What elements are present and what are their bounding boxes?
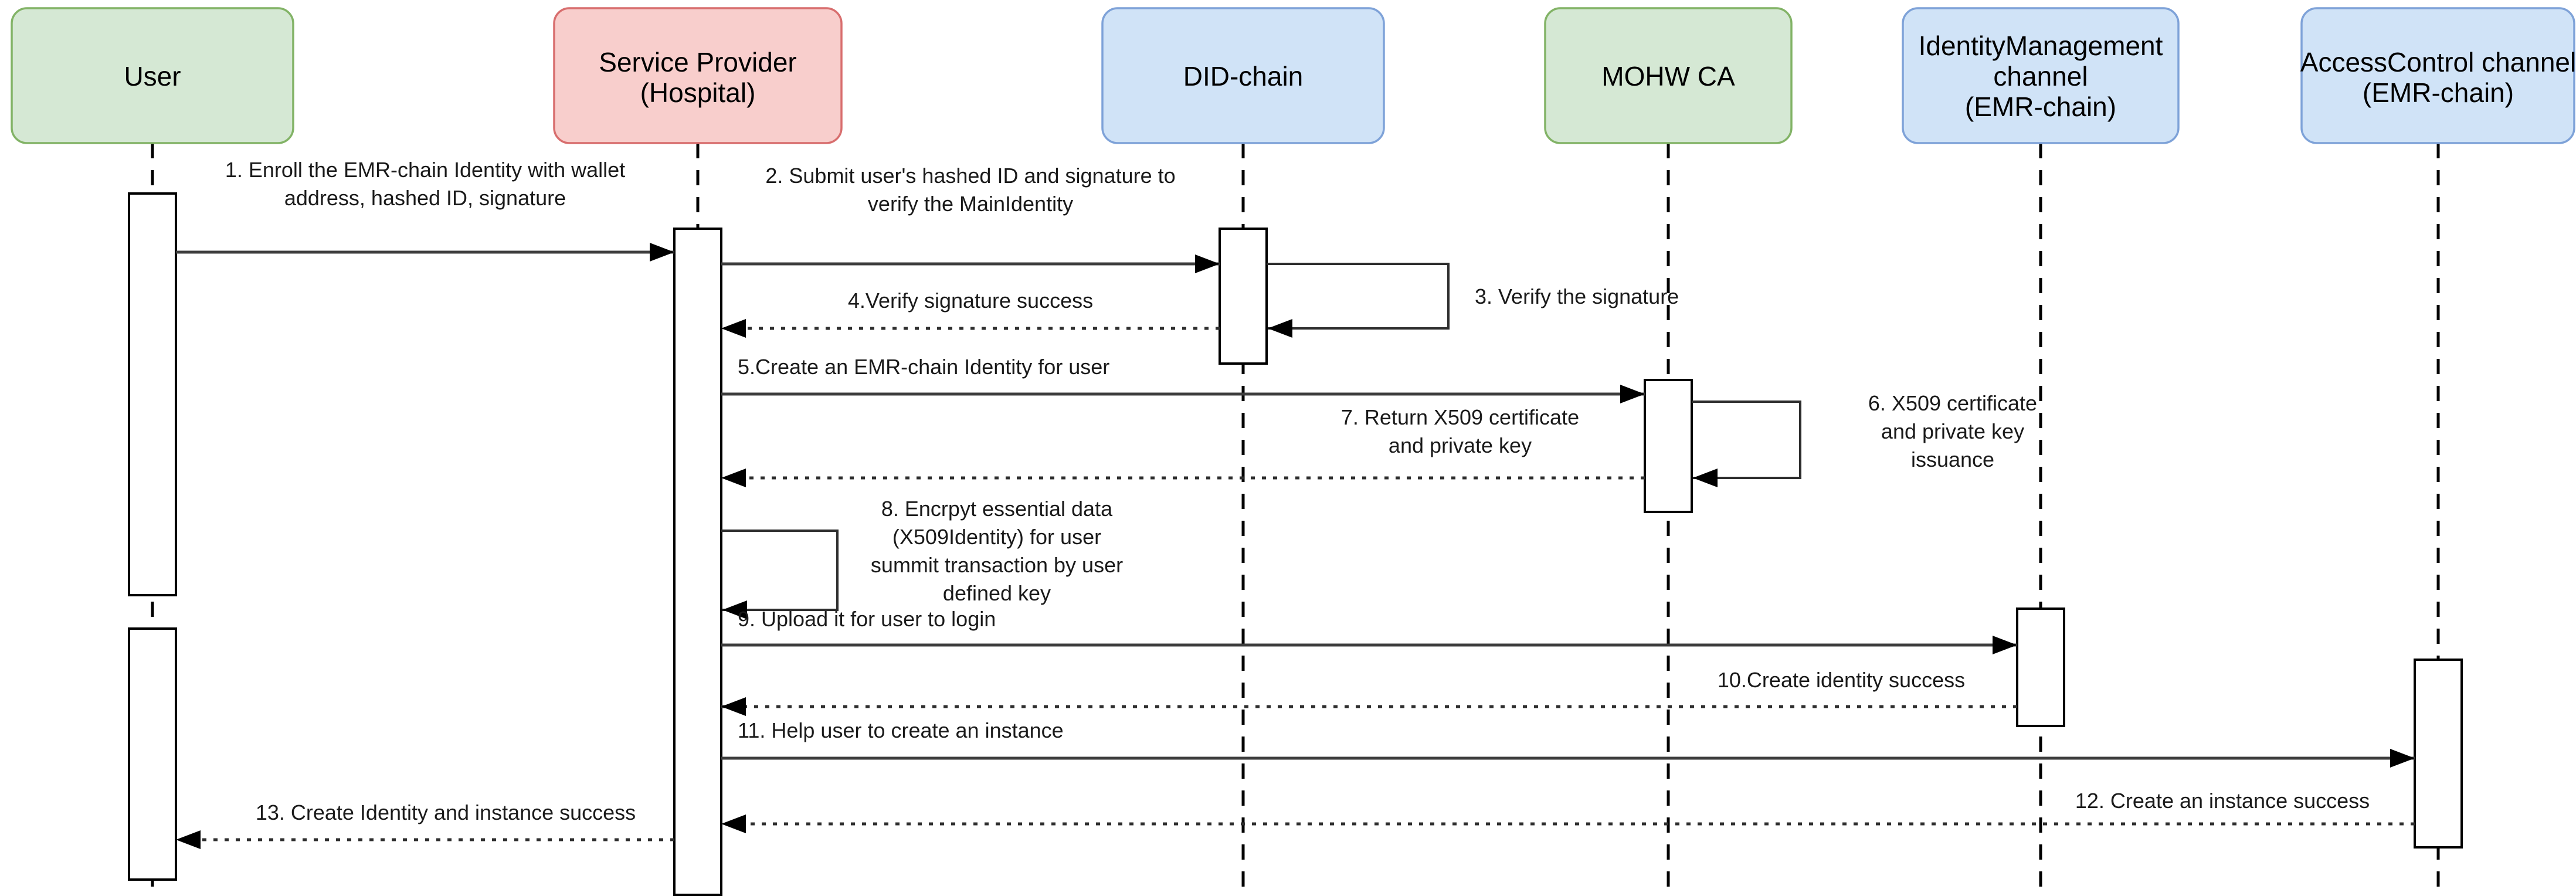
actor-mohw-ca-box: [1544, 7, 1793, 144]
message-5-create-emr-identity: 5.Create an EMR-chain Identity for user: [721, 355, 1645, 403]
actor-access-control-channel-label: (EMR-chain): [2363, 77, 2514, 108]
message-3-self-arrow: [1267, 263, 1450, 338]
actor-access-control-channel-box: [2300, 7, 2575, 144]
message-8-self-arrow: [721, 530, 839, 619]
message-10-create-identity-success: 10.Create identity success: [721, 668, 2017, 716]
actor-identity-management-channel-label: channel: [1993, 61, 2088, 91]
message-5-label: 5.Create an EMR-chain Identity for user: [738, 355, 1109, 379]
message-8-label: 8. Encrpyt essential data: [881, 497, 1113, 521]
message-1-label: address, hashed ID, signature: [284, 186, 566, 210]
actor-service-provider: Service Provider (Hospital): [553, 7, 843, 144]
message-1-enroll-identity: 1. Enroll the EMR-chain Identity with wa…: [176, 158, 674, 262]
message-8-encrypt-essential-data: 8. Encrpyt essential data (X509Identity)…: [721, 497, 1123, 619]
activation-did-chain: [1219, 228, 1268, 365]
activation-identity-management-channel: [2016, 607, 2065, 727]
actor-user-label: User: [124, 61, 181, 91]
actor-identity-management-channel: IdentityManagement channel (EMR-chain): [1902, 7, 2180, 144]
activations: [128, 192, 2463, 896]
message-10-label: 10.Create identity success: [1718, 668, 1965, 692]
actor-identity-management-channel-box: [1902, 7, 2180, 144]
actor-access-control-channel-label: AccessControl channel: [2300, 47, 2576, 77]
actor-did-chain-box: [1101, 7, 1385, 144]
message-4-verify-success: 4.Verify signature success: [721, 289, 1220, 338]
actor-did-chain: DID-chain: [1101, 7, 1385, 144]
message-7-label: and private key: [1389, 433, 1532, 457]
lifelines: [151, 143, 2440, 896]
message-1-label: 1. Enroll the EMR-chain Identity with wa…: [225, 158, 625, 182]
message-11-label: 11. Help user to create an instance: [738, 718, 1064, 742]
actor-access-control-channel: AccessControl channel (EMR-chain): [2300, 7, 2576, 144]
message-9-label: 9. Upload it for user to login: [738, 607, 996, 631]
message-12-create-instance-success: 12. Create an instance success: [721, 789, 2415, 833]
message-8-label: summit transaction by user: [871, 553, 1123, 577]
actor-service-provider-box: [553, 7, 843, 144]
message-13-label: 13. Create Identity and instance success: [256, 800, 636, 824]
actor-identity-management-channel-label: IdentityManagement: [1919, 30, 2163, 61]
actor-user-box: [11, 7, 294, 144]
message-2-label: verify the MainIdentity: [868, 192, 1073, 216]
message-6-label: 6. X509 certificate: [1868, 391, 2037, 415]
message-2-submit-hashed-id: 2. Submit user's hashed ID and signature…: [721, 164, 1220, 273]
actor-service-provider-label: Service Provider: [599, 47, 796, 77]
message-7-label: 7. Return X509 certificate: [1341, 405, 1579, 429]
message-3-verify-signature: 3. Verify the signature: [1267, 263, 1679, 338]
message-2-label: 2. Submit user's hashed ID and signature…: [765, 164, 1175, 188]
activation-service-provider: [673, 228, 722, 896]
message-6-x509-issuance: 6. X509 certificate and private key issu…: [1692, 391, 2037, 487]
message-8-label: (X509Identity) for user: [892, 525, 1101, 549]
actor-mohw-ca-label: MOHW CA: [1601, 61, 1735, 91]
message-4-label: 4.Verify signature success: [848, 289, 1093, 313]
actor-identity-management-channel-label: (EMR-chain): [1965, 91, 2116, 122]
activation-user-2: [128, 627, 177, 881]
activation-mohw-ca: [1644, 379, 1693, 513]
activation-user-1: [128, 192, 177, 596]
message-6-self-arrow: [1692, 401, 1801, 487]
message-7-return-x509: 7. Return X509 certificate and private k…: [721, 405, 1645, 487]
actor-user: User: [11, 7, 294, 144]
message-11-help-create-instance: 11. Help user to create an instance: [721, 718, 2415, 768]
message-6-label: and private key: [1881, 419, 2024, 443]
activation-access-control-channel: [2414, 659, 2463, 849]
message-9-upload-for-login: 9. Upload it for user to login: [721, 607, 2017, 654]
actor-service-provider-label: (Hospital): [640, 77, 756, 108]
message-12-label: 12. Create an instance success: [2075, 789, 2370, 813]
message-13-identity-instance-success: 13. Create Identity and instance success: [176, 800, 674, 849]
actor-did-chain-label: DID-chain: [1183, 61, 1304, 91]
message-8-label: defined key: [943, 581, 1051, 605]
message-3-label: 3. Verify the signature: [1475, 284, 1679, 308]
actor-mohw-ca: MOHW CA: [1544, 7, 1793, 144]
message-6-label: issuance: [1911, 447, 1994, 471]
